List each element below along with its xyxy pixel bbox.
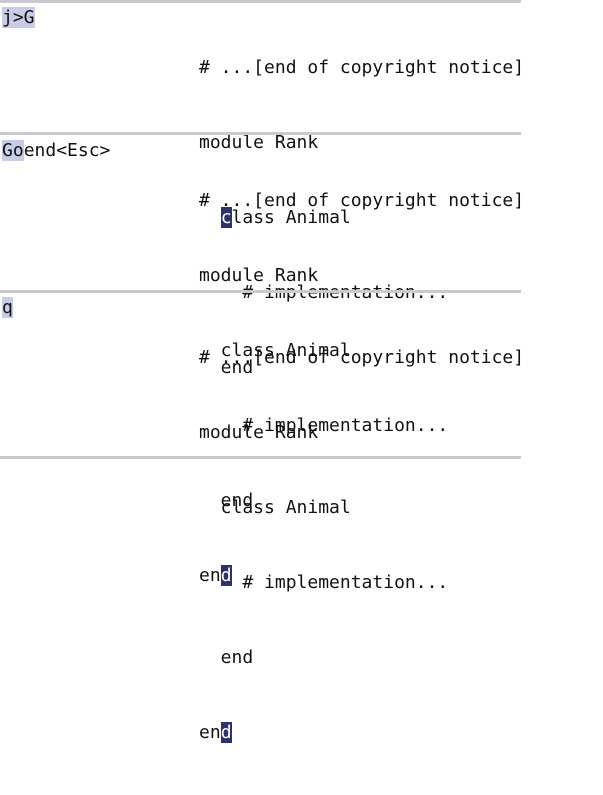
code-line: class Animal — [199, 205, 524, 230]
code-line: # ...[end of copyright notice] — [199, 57, 525, 78]
keystrokes-3: q — [2, 295, 13, 320]
code-line: module Rank — [199, 132, 319, 153]
code-line: module Rank — [199, 265, 319, 286]
keystrokes-1-highlight: j>G — [2, 7, 35, 28]
keystrokes-2-highlight: Go — [2, 140, 24, 161]
text-cursor: d — [220, 722, 232, 743]
code-line: class Animal — [199, 340, 351, 361]
code-text: en — [199, 722, 221, 743]
divider-2 — [0, 290, 521, 293]
keystrokes-1: j>G — [2, 5, 35, 30]
code-line: # implementation... — [199, 415, 449, 436]
divider-1 — [0, 132, 521, 135]
code-line: end — [199, 720, 524, 745]
code-block-3: # ...[end of copyright notice] module Ra… — [199, 295, 524, 795]
code-line: # implementation... — [199, 572, 449, 593]
keystrokes-2: Goend<Esc> — [2, 138, 110, 163]
code-line: # ...[end of copyright notice] — [199, 190, 525, 211]
code-line: # ...[end of copyright notice] — [199, 347, 525, 368]
top-divider — [0, 0, 521, 3]
keystrokes-2-rest: end<Esc> — [23, 140, 111, 161]
code-line: end — [199, 647, 254, 668]
code-line: class Animal — [199, 497, 351, 518]
code-line: module Rank — [199, 422, 319, 443]
text-cursor: c — [220, 207, 232, 228]
bottom-divider — [0, 456, 521, 459]
code-line: end — [199, 357, 254, 378]
code-text: lass Animal — [231, 207, 351, 228]
keystrokes-3-highlight: q — [2, 297, 13, 318]
